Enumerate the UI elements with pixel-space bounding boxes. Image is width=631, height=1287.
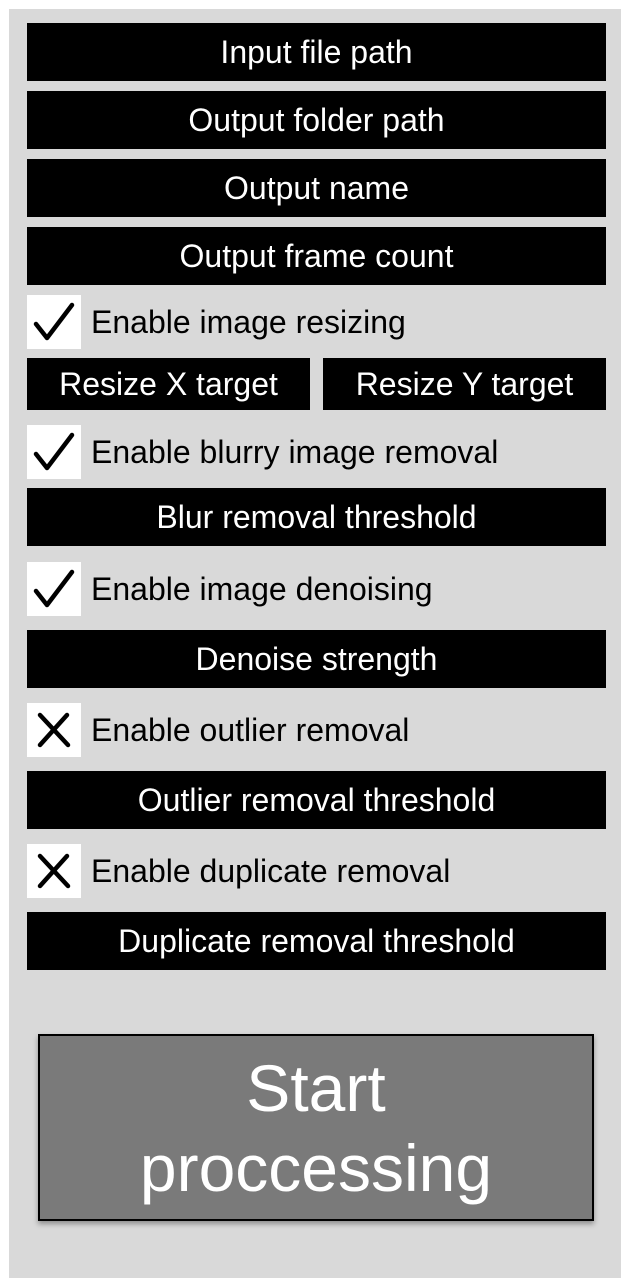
- output-frame-count-field[interactable]: Output frame count: [27, 227, 606, 285]
- image-resizing-option[interactable]: Enable image resizing: [27, 295, 406, 349]
- output-folder-path-field[interactable]: Output folder path: [27, 91, 606, 149]
- image-denoising-label: Enable image denoising: [91, 570, 433, 607]
- input-file-path-field[interactable]: Input file path: [27, 23, 606, 81]
- checkmark-icon: [33, 432, 75, 471]
- duplicate-removal-option[interactable]: Enable duplicate removal: [27, 844, 450, 898]
- image-resizing-checkbox[interactable]: [27, 295, 81, 349]
- outlier-removal-checkbox[interactable]: [27, 703, 81, 757]
- checkmark-icon: [33, 569, 75, 608]
- denoise-strength-field[interactable]: Denoise strength: [27, 630, 606, 688]
- resize-x-target-field[interactable]: Resize X target: [27, 358, 310, 410]
- checkmark-icon: [33, 302, 75, 341]
- image-denoising-option[interactable]: Enable image denoising: [27, 562, 433, 616]
- image-resizing-label: Enable image resizing: [91, 303, 406, 340]
- x-mark-icon: [37, 853, 71, 889]
- outlier-removal-option[interactable]: Enable outlier removal: [27, 703, 409, 757]
- duplicate-removal-label: Enable duplicate removal: [91, 852, 451, 889]
- resize-y-target-field[interactable]: Resize Y target: [323, 358, 606, 410]
- duplicate-removal-threshold-field[interactable]: Duplicate removal threshold: [27, 912, 606, 970]
- blurry-image-removal-option[interactable]: Enable blurry image removal: [27, 425, 498, 479]
- start-processing-button[interactable]: Start proccessing: [38, 1034, 594, 1221]
- start-processing-label: Start proccessing: [139, 1050, 493, 1205]
- x-mark-icon: [37, 712, 71, 748]
- blur-removal-threshold-field[interactable]: Blur removal threshold: [27, 488, 606, 546]
- outlier-removal-label: Enable outlier removal: [91, 711, 410, 748]
- blurry-image-removal-label: Enable blurry image removal: [91, 433, 499, 470]
- image-denoising-checkbox[interactable]: [27, 562, 81, 616]
- blurry-image-removal-checkbox[interactable]: [27, 425, 81, 479]
- outlier-removal-threshold-field[interactable]: Outlier removal threshold: [27, 771, 606, 829]
- duplicate-removal-checkbox[interactable]: [27, 844, 81, 898]
- output-name-field[interactable]: Output name: [27, 159, 606, 217]
